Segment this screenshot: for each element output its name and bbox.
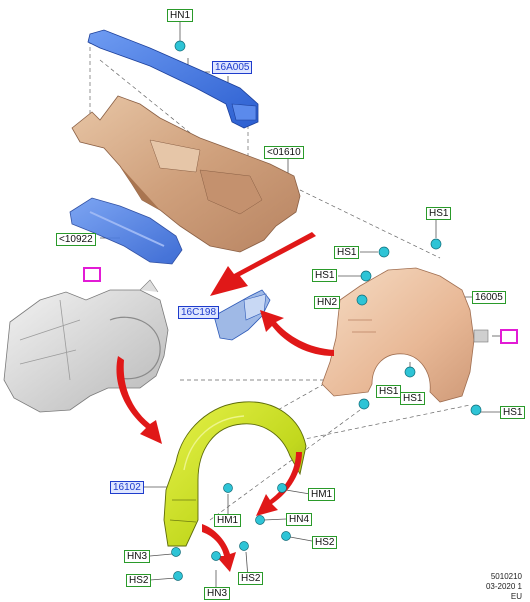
label-hs2-a: HS2 [312, 536, 338, 549]
fastener-hn1 [174, 40, 186, 52]
label-hs1-rear: HS1 [500, 406, 526, 419]
rear-clip [473, 329, 489, 343]
fastener-hm1-a [277, 483, 287, 493]
fastener-hn3-b [211, 551, 221, 561]
fastener-hs2-a [281, 531, 291, 541]
fastener-hs1-mid [360, 270, 372, 282]
reference-number: 5010210 [490, 572, 522, 581]
front-fender [321, 267, 475, 403]
label-hs1-upper: HS1 [334, 246, 360, 259]
fasteners [171, 40, 482, 581]
fastener-hn4 [255, 515, 265, 525]
direction-arrows [116, 232, 334, 572]
fastener-hs1-top [430, 238, 442, 250]
label-hs1-low: HS1 [376, 385, 402, 398]
fastener-hs1-rear [470, 404, 482, 416]
label-hs1-top: HS1 [426, 207, 452, 220]
fastener-hs1-low [358, 398, 370, 410]
upper-rail-bracket [87, 29, 259, 129]
label-hn2: HN2 [314, 296, 341, 309]
fastener-hs1-upper [378, 246, 390, 258]
label-hn1-top: HN1 [167, 9, 194, 22]
fastener-hm1-b [223, 483, 233, 493]
fastener-hn2 [356, 294, 368, 306]
label-hs2-b: HS2 [238, 572, 264, 585]
label-01610: <01610 [264, 146, 304, 159]
label-10922: <10922 [56, 233, 96, 246]
lower-brace [69, 197, 183, 265]
callout-tag-right [500, 329, 518, 344]
label-hs1-arch: HS1 [400, 392, 426, 405]
label-hn4: HN4 [286, 513, 313, 526]
label-16c198: 16C198 [178, 306, 220, 319]
label-hs2-c: HS2 [126, 574, 152, 587]
label-hn3-b: HN3 [204, 587, 231, 600]
label-hm1-a: HM1 [308, 488, 336, 501]
fastener-hn3-a [171, 547, 181, 557]
reference-date: 03-2020 1 [485, 582, 522, 591]
callout-tag-left [83, 267, 101, 282]
label-16005: 16005 [472, 291, 506, 304]
wheel-arch-liner [163, 401, 307, 547]
reference-region: EU [510, 592, 522, 601]
fender-support-bracket [213, 289, 271, 341]
fastener-hs1-arch [404, 366, 416, 378]
dash-panel [71, 95, 301, 253]
label-hm1-b: HM1 [214, 514, 242, 527]
front-apron-structure [3, 279, 169, 413]
label-hs1-mid: HS1 [312, 269, 338, 282]
label-hn3-a: HN3 [124, 550, 151, 563]
fastener-hs2-b [239, 541, 249, 551]
label-16102: 16102 [110, 481, 144, 494]
label-16a005: 16A005 [212, 61, 253, 74]
fastener-hs2-c [173, 571, 183, 581]
